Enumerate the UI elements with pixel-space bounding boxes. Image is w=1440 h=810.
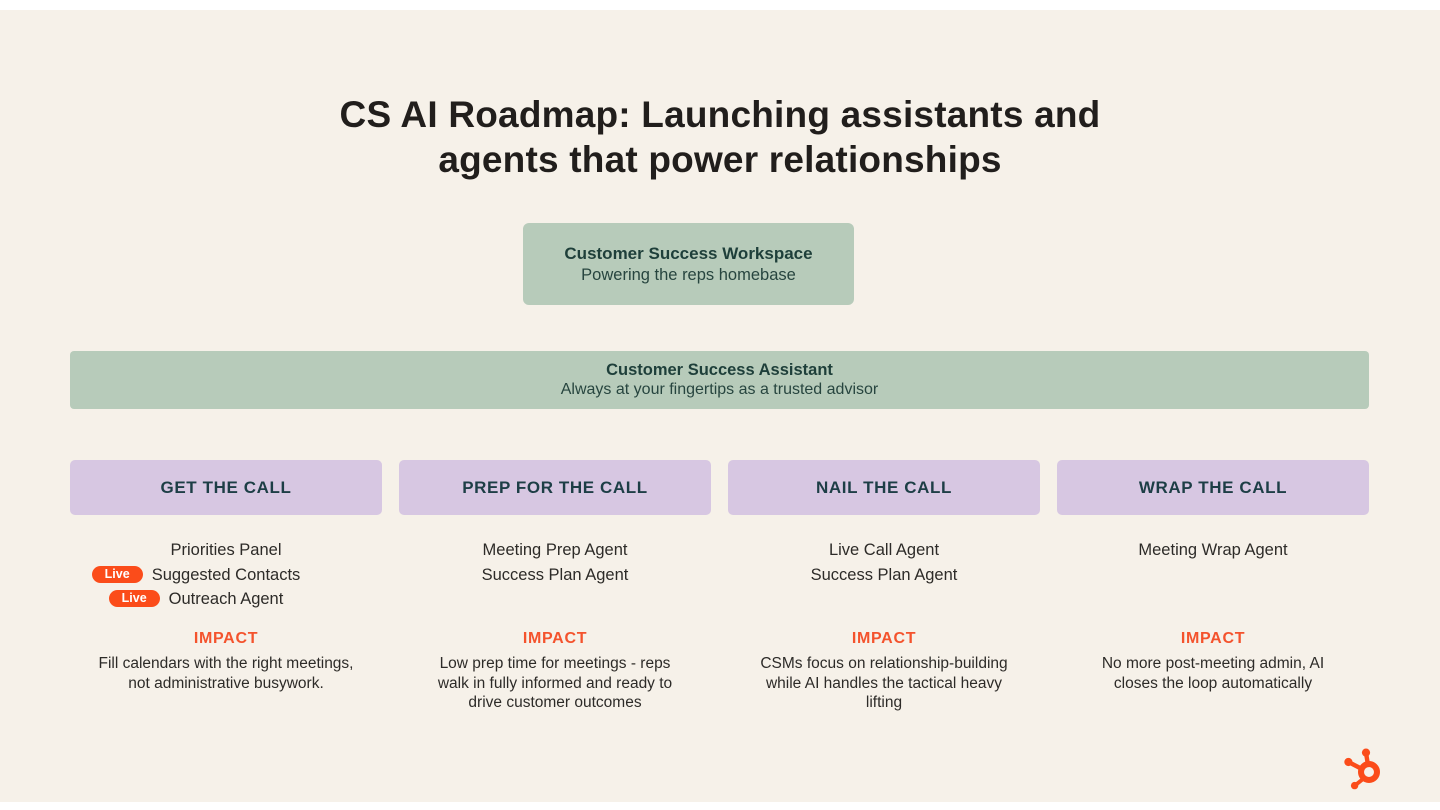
workspace-box: Customer Success Workspace Powering the … xyxy=(523,223,854,305)
assistant-bar-title: Customer Success Assistant xyxy=(606,361,833,379)
feature-item-label: Suggested Contacts xyxy=(151,565,301,584)
slide-title-line-2: agents that power relationships xyxy=(438,139,1002,180)
workspace-box-title: Customer Success Workspace xyxy=(564,243,813,263)
feature-item: Priorities Panel xyxy=(170,541,282,559)
stage-items: Live Call Agent Success Plan Agent xyxy=(728,538,1040,622)
stage-header: PREP FOR THE CALL xyxy=(399,460,711,515)
feature-item: Meeting Wrap Agent xyxy=(1138,541,1288,559)
stage-column-prep-for-the-call: PREP FOR THE CALL Meeting Prep Agent Suc… xyxy=(399,460,711,713)
feature-item: Live Call Agent xyxy=(828,541,940,559)
slide-title: CS AI Roadmap: Launching assistants and … xyxy=(0,92,1440,182)
impact-label: IMPACT xyxy=(193,630,259,647)
live-badge: Live xyxy=(108,590,160,607)
feature-item: Meeting Prep Agent xyxy=(482,541,628,559)
stage-column-get-the-call: GET THE CALL Priorities Panel Live Sugges… xyxy=(70,460,382,713)
live-badge: Live xyxy=(91,565,143,583)
impact-text: Fill calendars with the right meetings, … xyxy=(98,655,354,692)
impact-label: IMPACT xyxy=(522,630,588,647)
stage-items: Meeting Prep Agent Success Plan Agent xyxy=(399,538,711,622)
hubspot-sprocket-icon xyxy=(1344,748,1380,790)
feature-item: Success Plan Agent xyxy=(481,565,629,584)
impact-text: No more post-meeting admin, AI closes th… xyxy=(1101,655,1325,692)
feature-item: Live Outreach Agent xyxy=(70,587,382,612)
feature-item-label: Outreach Agent xyxy=(168,590,284,608)
stage-header: GET THE CALL xyxy=(70,460,382,515)
assistant-bar: Customer Success Assistant Always at you… xyxy=(70,351,1369,409)
feature-item: Success Plan Agent xyxy=(810,565,958,584)
assistant-bar-subtitle: Always at your fingertips as a trusted a… xyxy=(560,381,879,398)
stage-header: WRAP THE CALL xyxy=(1057,460,1369,515)
stage-column-nail-the-call: NAIL THE CALL Live Call Agent Success Pl… xyxy=(728,460,1040,713)
impact-label: IMPACT xyxy=(851,630,917,647)
stage-columns: GET THE CALL Priorities Panel Live Sugges… xyxy=(70,460,1369,713)
feature-item: Live Suggested Contacts xyxy=(70,563,382,588)
slide-canvas: CS AI Roadmap: Launching assistants and … xyxy=(0,10,1440,802)
stage-header: NAIL THE CALL xyxy=(728,460,1040,515)
slide-title-line-1: CS AI Roadmap: Launching assistants and xyxy=(339,94,1101,135)
impact-label: IMPACT xyxy=(1180,630,1246,647)
impact-text: CSMs focus on relationship-building whil… xyxy=(760,655,1008,711)
impact-text: Low prep time for meetings - reps walk i… xyxy=(437,655,673,711)
workspace-box-subtitle: Powering the reps homebase xyxy=(581,265,796,284)
stage-column-wrap-the-call: WRAP THE CALL Meeting Wrap Agent IMPACT … xyxy=(1057,460,1369,713)
stage-items: Meeting Wrap Agent xyxy=(1057,538,1369,622)
